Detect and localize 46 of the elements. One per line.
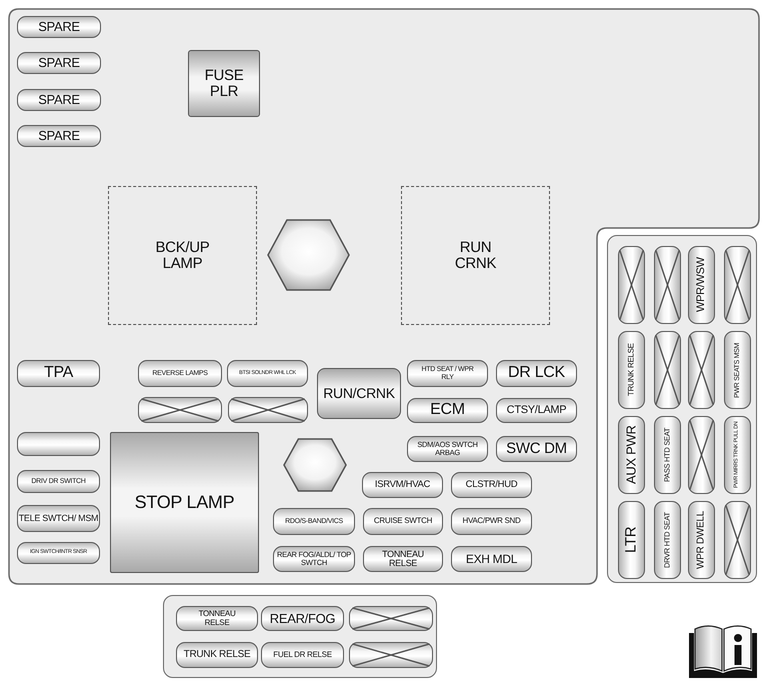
fuse: WPR DWELL [688,501,715,579]
fuse: FUEL DR RELSE [261,642,344,668]
fuse: CLSTR/HUD [451,472,532,498]
relay-outline: RUN CRNK [401,186,550,325]
relay: RUN/CRNK [317,368,401,419]
fuse: SWC DM [496,436,577,462]
blank-fuse-slot [349,606,433,631]
blank-fuse-slot [654,331,681,409]
hexagon [267,219,350,291]
blank-fuse-slot [138,397,222,423]
fuse-puller: FUSE PLR [188,50,260,117]
fuse: TONNEAU RELSE [176,606,258,631]
fuse: ISRVM/HVAC [362,472,443,498]
fuse-panel [163,595,437,678]
blank-fuse-slot [688,331,715,409]
fuse: TRUNK RELSE [618,331,645,409]
relay-outline: BCK/UP LAMP [108,186,257,325]
fuse: AUX PWR [618,416,645,494]
fuse: REAR/FOG [261,606,344,631]
relay: STOP LAMP [110,432,259,573]
fuse: WPR/WSW [688,246,715,324]
fuse: CRUISE SWTCH [363,508,443,535]
fuse: LTR [618,501,645,579]
blank-fuse-slot [724,246,751,324]
fuse: TPA [17,360,100,387]
blank-fuse-slot [349,642,433,668]
fuse: EXH MDL [451,546,532,572]
fuse: CTSY/LAMP [496,398,577,423]
blank-fuse-slot [654,246,681,324]
fuse: SPARE [17,52,101,74]
fuse: SPARE [17,89,101,111]
fuse [17,432,100,456]
fuse: ECM [407,398,488,423]
hexagon [283,438,347,492]
fuse: SPARE [17,16,101,38]
blank-fuse-slot [724,501,751,579]
fuse: SPARE [17,125,101,147]
fuse: HVAC/PWR SND [451,508,532,535]
fuse-panel [607,235,757,583]
fuse: TONNEAU RELSE [363,546,443,572]
blank-fuse-slot [618,246,645,324]
fuse: TELE SWTCH/ MSM [17,505,100,532]
fuse: DR LCK [496,360,577,387]
blank-fuse-slot [228,397,308,423]
blank-fuse-slot [688,416,715,494]
fuse: TRUNK RELSE [176,642,258,668]
